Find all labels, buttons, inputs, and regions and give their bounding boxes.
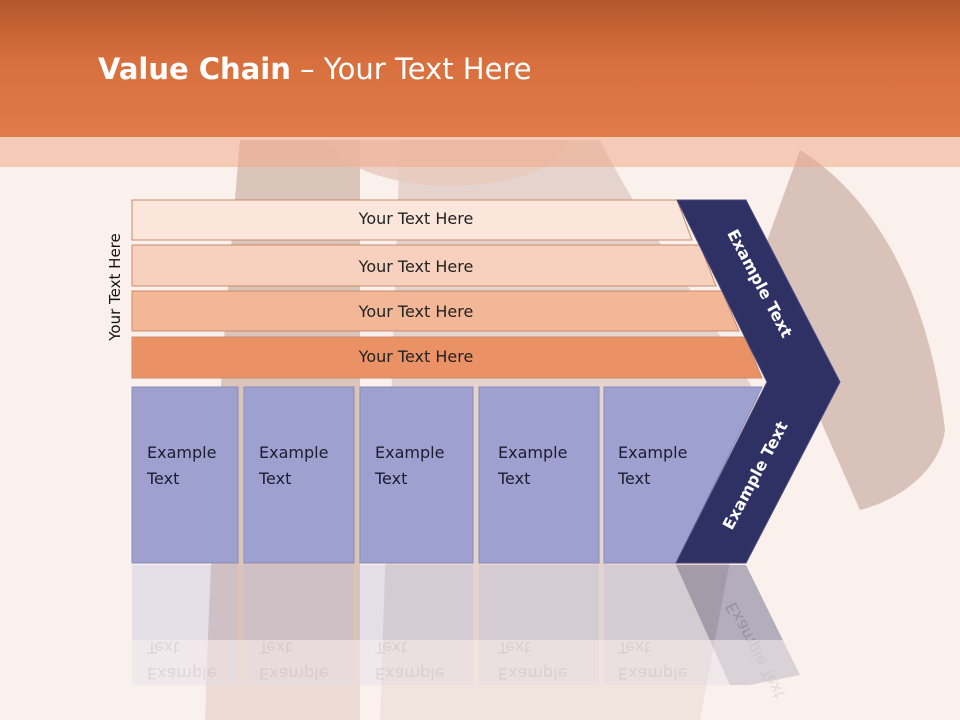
support-row-bar <box>131 336 763 379</box>
support-row-label: Your Text Here <box>358 302 474 321</box>
support-row: Your Text Here <box>131 244 717 287</box>
activity-label-line2: Text <box>374 469 407 488</box>
support-row-bar <box>131 244 717 287</box>
reflection-fade <box>120 640 860 720</box>
activity-box <box>131 386 239 564</box>
title-bold: Value Chain <box>98 52 291 86</box>
support-row-label: Your Text Here <box>358 257 474 276</box>
activity-label-line2: Text <box>497 469 530 488</box>
support-row-label: Your Text Here <box>358 209 474 228</box>
activity-box <box>359 386 474 564</box>
activity-label-line2: Text <box>146 469 179 488</box>
activity-box <box>478 386 600 564</box>
support-row-bar <box>131 290 740 332</box>
support-row: Your Text Here <box>131 336 763 379</box>
support-rows: Your Text Here Your Text Here Your Text … <box>131 199 763 379</box>
support-row: Your Text Here <box>131 290 740 332</box>
header-band <box>0 137 960 167</box>
support-row: Your Text Here <box>131 199 693 241</box>
slide-title: Value Chain – Your Text Here <box>98 52 532 86</box>
margin-chevron-shape <box>675 199 841 564</box>
activity-label-line1: Example <box>498 443 567 462</box>
activity-label-line2: Text <box>258 469 291 488</box>
activity-label-line2: Text <box>617 469 650 488</box>
activity-box <box>243 386 355 564</box>
activity-label-line1: Example <box>259 443 328 462</box>
support-row-label: Your Text Here <box>358 347 474 366</box>
primary-activities: Example Text Example Text Example Text E… <box>131 386 763 564</box>
support-row-bar <box>131 199 693 241</box>
header-bar <box>0 0 960 137</box>
activity-label-line1: Example <box>618 443 687 462</box>
activity-label-line1: Example <box>147 443 216 462</box>
activity-label-line1: Example <box>375 443 444 462</box>
title-rest: – Your Text Here <box>290 52 532 86</box>
